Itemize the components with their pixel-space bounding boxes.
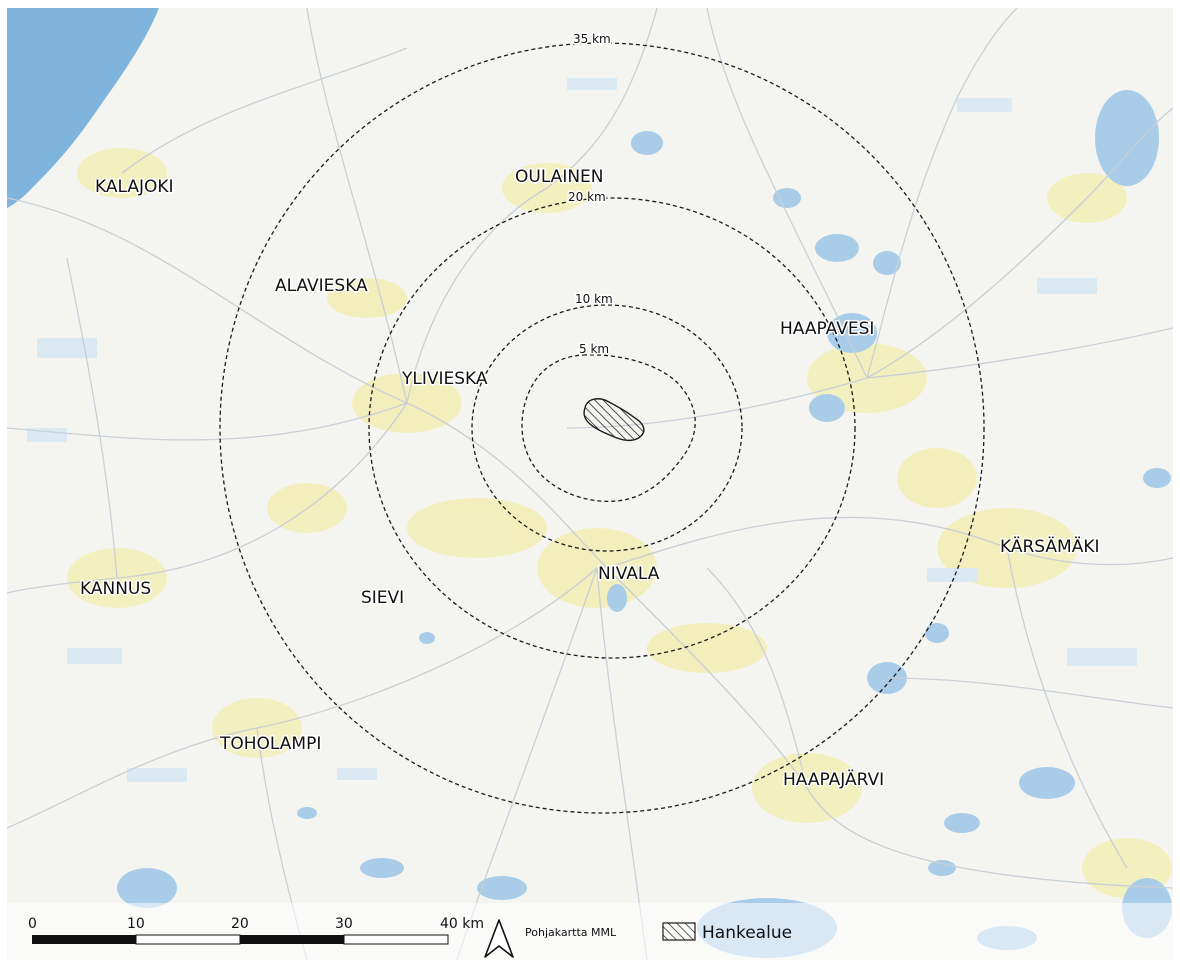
ring-label-10km: 10 km xyxy=(575,292,613,306)
distance-rings xyxy=(219,42,985,814)
town-label-nivala: NIVALA xyxy=(598,564,660,584)
town-label-haapajarvi: HAAPAJÄRVI xyxy=(783,769,884,790)
town-label-toholampi: TOHOLAMPI xyxy=(219,734,321,754)
town-label-sievi: SIEVI xyxy=(361,588,404,608)
scale-tick-30: 30 xyxy=(335,916,353,932)
town-label-alavieska: ALAVIESKA xyxy=(275,276,368,296)
town-label-oulainen: OULAINEN xyxy=(515,167,604,187)
town-label-karsamaki: KÄRSÄMÄKI xyxy=(1000,536,1100,557)
map-frame: 35 km 20 km 10 km 5 km KALAJOKI OULAINEN… xyxy=(7,8,1173,960)
ring-35km xyxy=(219,42,985,814)
scale-segment-4 xyxy=(343,934,449,945)
ring-10km xyxy=(471,304,743,552)
land-background xyxy=(7,8,1173,960)
basemap-credit: Pohjakartta MML xyxy=(525,926,617,939)
legend: Hankealue xyxy=(662,922,792,943)
north-arrow-icon xyxy=(484,919,514,958)
scale-bar: 0 10 20 30 40 km xyxy=(28,916,484,945)
field-patches xyxy=(27,78,1137,782)
map-canvas[interactable]: 35 km 20 km 10 km 5 km KALAJOKI OULAINEN… xyxy=(7,8,1173,960)
town-label-kannus: KANNUS xyxy=(80,579,151,599)
town-label-ylivieska: YLIVIESKA xyxy=(401,369,488,389)
scale-tick-10: 10 xyxy=(127,916,145,932)
scale-segment-2 xyxy=(135,934,241,945)
town-label-kalajoki: KALAJOKI xyxy=(95,177,174,197)
hatched-polygon-icon xyxy=(662,922,696,941)
project-area[interactable] xyxy=(583,398,645,442)
sea-area xyxy=(7,8,159,208)
legend-band xyxy=(7,903,1173,960)
scale-segment-3 xyxy=(240,935,344,944)
ring-label-35km: 35 km xyxy=(573,32,611,46)
ring-label-5km: 5 km xyxy=(579,342,609,356)
scale-tick-40: 40 km xyxy=(440,916,484,932)
ring-label-20km: 20 km xyxy=(568,190,606,204)
scale-tick-0: 0 xyxy=(28,916,37,932)
scale-segment-1 xyxy=(32,935,136,944)
ring-5km xyxy=(521,354,696,503)
legend-label-project-area: Hankealue xyxy=(702,923,792,943)
ring-20km xyxy=(368,197,856,659)
town-label-haapavesi: HAAPAVESI xyxy=(780,319,874,339)
scale-tick-20: 20 xyxy=(231,916,249,932)
